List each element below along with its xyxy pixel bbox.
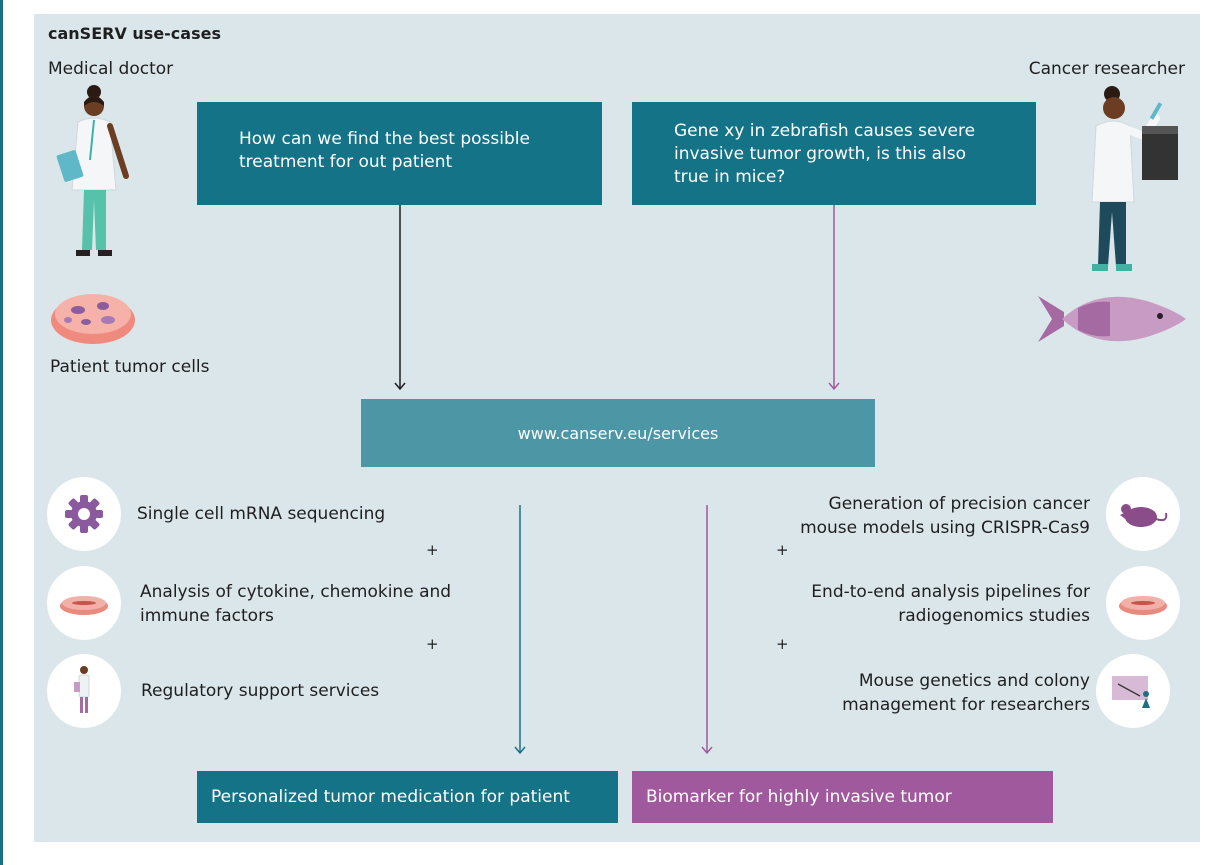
arrow-researcher-to-portal — [827, 205, 841, 391]
service-circle-regulatory — [47, 654, 121, 728]
zebrafish-icon — [1038, 290, 1188, 348]
researcher-question-box: Gene xy in zebrafish causes severe invas… — [632, 102, 1036, 205]
researcher-label: Cancer researcher — [1028, 59, 1185, 79]
services-portal-url[interactable]: www.canserv.eu/services — [517, 423, 719, 443]
service-circle-radiogenomics — [1106, 566, 1180, 640]
diagram-title: canSERV use-cases — [48, 24, 221, 43]
petri-dish-icon — [60, 596, 108, 615]
plus-sign: + — [776, 635, 789, 653]
researcher-illustration — [1070, 80, 1180, 276]
arrow-doctor-to-portal — [393, 205, 407, 391]
service-circle-sequencing — [47, 477, 121, 551]
services-portal-box[interactable]: www.canserv.eu/services — [361, 399, 875, 467]
tumor-cells-dish-icon — [48, 288, 138, 346]
mouse-icon — [1120, 504, 1168, 527]
service-circle-cytokine — [47, 566, 121, 640]
left-border-rule — [0, 0, 3, 865]
researcher-question-text: Gene xy in zebrafish causes severe invas… — [674, 121, 976, 187]
presentation-icon — [1112, 676, 1150, 708]
service-colony-management-label: Mouse genetics and colony management for… — [842, 671, 1090, 715]
doctor-question-text: How can we find the best possible treatm… — [239, 129, 530, 172]
petri-dish-icon — [1119, 596, 1167, 615]
plus-sign: + — [426, 635, 439, 653]
service-cytokine-label: Analysis of cytokine, chemokine and immu… — [140, 582, 452, 626]
outcome-left-text: Personalized tumor medication for patien… — [211, 787, 570, 807]
outcome-right-text: Biomarker for highly invasive tumor — [646, 787, 952, 807]
service-regulatory-label: Regulatory support services — [141, 681, 380, 701]
service-circle-colony-management — [1096, 654, 1170, 728]
arrow-portal-to-left-outcome — [513, 505, 527, 755]
plus-sign: + — [776, 541, 789, 559]
service-sequencing-label: Single cell mRNA sequencing — [137, 504, 386, 524]
plus-sign: + — [426, 541, 439, 559]
outcome-biomarker: Biomarker for highly invasive tumor — [632, 771, 1053, 823]
outcome-personalized-medication: Personalized tumor medication for patien… — [197, 771, 618, 823]
service-circle-mouse-models — [1106, 477, 1180, 551]
service-mouse-models-label: Generation of precision cancer mouse mod… — [800, 494, 1090, 538]
doctor-label: Medical doctor — [48, 59, 174, 79]
doctor-illustration — [46, 80, 142, 272]
patient-cells-label: Patient tumor cells — [50, 357, 210, 377]
service-radiogenomics-label: End-to-end analysis pipelines for radiog… — [811, 582, 1090, 626]
arrow-portal-to-right-outcome — [700, 505, 714, 755]
gear-icon — [65, 495, 103, 533]
doctor-question-box: How can we find the best possible treatm… — [197, 102, 602, 205]
person-icon — [74, 666, 90, 713]
